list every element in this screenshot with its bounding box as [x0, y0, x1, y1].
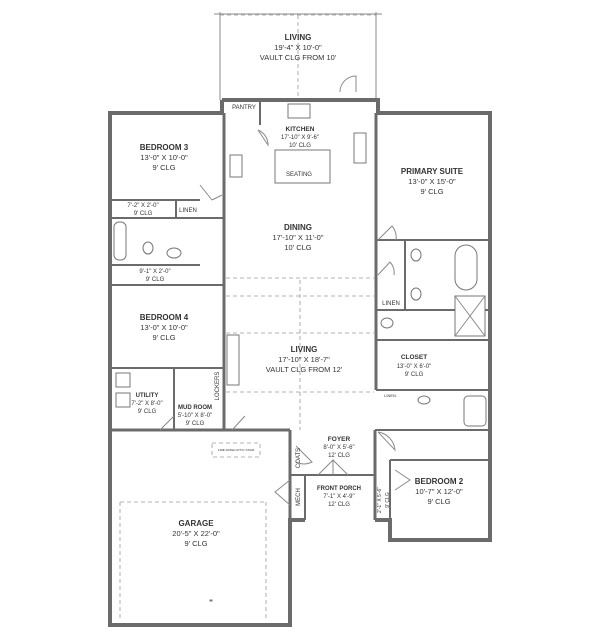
room-label-lockers: LOCKERS — [215, 372, 221, 401]
room-label-linen-left: LINEN — [179, 208, 197, 214]
room-label-rear-living: LIVING 19'-4" X 10'-0" VAULT CLG FROM 10… — [260, 33, 337, 62]
svg-text:DINING: DINING — [284, 223, 312, 232]
sink — [417, 395, 431, 405]
svg-text:9' CLG: 9' CLG — [405, 372, 424, 378]
range — [353, 132, 367, 164]
room-label-coats: COATS — [296, 448, 302, 468]
svg-text:13'-0" X 10'-0": 13'-0" X 10'-0" — [140, 323, 188, 332]
svg-text:9' CLG: 9' CLG — [385, 492, 391, 508]
room-label-kitchen: KITCHEN 17'-10" X 9'-6" 10' CLG — [281, 126, 319, 149]
svg-text:12' CLG: 12' CLG — [328, 453, 350, 459]
room-label-bedroom2: BEDROOM 2 10'-7" X 12'-0" 9' CLG — [415, 477, 464, 506]
toilet — [142, 241, 154, 255]
dryer — [115, 392, 131, 408]
fixtures — [113, 103, 487, 602]
room-label-utility: UTILITY 7'-2" X 8'-0" 9' CLG — [131, 393, 162, 415]
room-label-foyer: FOYER 8'-0" X 5'-6" 12' CLG — [323, 436, 354, 459]
svg-text:KITCHEN: KITCHEN — [286, 126, 315, 133]
svg-text:FOYER: FOYER — [328, 436, 351, 443]
svg-text:7'-2" X 8'-0": 7'-2" X 8'-0" — [131, 401, 162, 407]
svg-text:VAULT CLG FROM 12': VAULT CLG FROM 12' — [266, 365, 343, 374]
fireplace — [226, 334, 240, 386]
svg-text:5'-10" X 8'-0": 5'-10" X 8'-0" — [178, 413, 213, 419]
cooktop — [229, 154, 243, 178]
svg-text:PRIMARY SUITE: PRIMARY SUITE — [401, 167, 464, 176]
room-label-linen-primary: LINEN — [382, 301, 400, 307]
room-label-closet-primary: CLOSET 13'-0" X 6'-0" 9' CLG — [397, 354, 432, 378]
svg-text:GARAGE: GARAGE — [178, 519, 214, 528]
room-label-mud-room: MUD ROOM 5'-10" X 8'-0" 9' CLG — [178, 405, 213, 427]
svg-text:10'-7" X 12'-0": 10'-7" X 12'-0" — [415, 487, 463, 496]
svg-text:17'-10" X 11'-0": 17'-10" X 11'-0" — [273, 233, 324, 242]
svg-text:8'-0" X 5'-6": 8'-0" X 5'-6" — [323, 445, 354, 451]
freestanding-tub — [454, 244, 478, 291]
room-label-front-porch: FRONT PORCH 7'-1" X 4'-9" 12' CLG — [317, 486, 361, 508]
bathtub — [113, 221, 127, 261]
svg-text:BEDROOM 4: BEDROOM 4 — [140, 313, 189, 322]
room-label-garage: GARAGE 20'-5" X 22'-0" 9' CLG — [172, 519, 220, 548]
room-label-bedroom4: BEDROOM 4 13'-0" X 10'-0" 9' CLG — [140, 313, 189, 342]
svg-text:9' CLG: 9' CLG — [138, 409, 157, 415]
svg-text:17'-10" X 9'-6": 17'-10" X 9'-6" — [281, 135, 319, 141]
svg-text:9' CLG: 9' CLG — [152, 163, 175, 172]
svg-text:9' CLG: 9' CLG — [184, 539, 207, 548]
svg-text:LIVING: LIVING — [291, 345, 318, 354]
svg-text:9' CLG: 9' CLG — [427, 497, 450, 506]
svg-text:20'-5" X 22'-0": 20'-5" X 22'-0" — [172, 529, 220, 538]
svg-text:7'-1" X 4'-9": 7'-1" X 4'-9" — [323, 494, 354, 500]
svg-text:CLOSET: CLOSET — [401, 354, 427, 361]
svg-text:13'-0" X 15'-0": 13'-0" X 15'-0" — [408, 177, 456, 186]
svg-text:13'-0" X 6'-0": 13'-0" X 6'-0" — [397, 364, 432, 370]
bathtub — [463, 395, 487, 427]
room-label-closet3: 7'-2" X 2'-0" 9' CLG — [127, 203, 158, 217]
room-label-bedroom3: BEDROOM 3 13'-0" X 10'-0" 9' CLG — [140, 143, 189, 172]
svg-text:9' CLG: 9' CLG — [186, 421, 205, 427]
room-label-linen-bath2: LINEN — [384, 393, 396, 398]
svg-text:FRONT PORCH: FRONT PORCH — [317, 486, 361, 492]
washer — [115, 372, 131, 388]
ceiling-lines — [119, 277, 374, 620]
doors — [159, 75, 411, 506]
kitchen-sink — [287, 103, 311, 119]
svg-text:BEDROOM 2: BEDROOM 2 — [415, 477, 464, 486]
svg-text:BEDROOM 3: BEDROOM 3 — [140, 143, 189, 152]
attic-stair — [211, 442, 261, 458]
svg-text:7'-2" X 2'-0": 7'-2" X 2'-0" — [127, 203, 158, 209]
vanity-sink — [410, 248, 422, 262]
room-label-living: LIVING 17'-10" X 18'-7" VAULT CLG FROM 1… — [266, 345, 343, 374]
svg-text:9' CLG: 9' CLG — [146, 277, 165, 283]
room-label-dining: DINING 17'-10" X 11'-0" 10' CLG — [273, 223, 324, 252]
sink — [166, 247, 182, 259]
room-label-mech: MECH — [296, 488, 302, 506]
svg-text:9'-1" X 2'-0": 9'-1" X 2'-0" — [139, 269, 170, 275]
vanity-sink — [410, 287, 422, 301]
room-label-pantry: PANTRY — [232, 105, 256, 111]
svg-text:9' CLG: 9' CLG — [134, 211, 153, 217]
room-label-hall-closet: 9'-1" X 2'-0" 9' CLG — [139, 269, 170, 283]
svg-text:2'-1" X 5'-6": 2'-1" X 5'-6" — [377, 487, 383, 513]
room-label-seating: SEATING — [286, 172, 312, 178]
svg-text:12' CLG: 12' CLG — [328, 502, 350, 508]
kitchen-island — [274, 149, 331, 184]
svg-text:UTILITY: UTILITY — [136, 393, 159, 399]
svg-text:10' CLG: 10' CLG — [284, 243, 311, 252]
svg-text:9' CLG: 9' CLG — [152, 333, 175, 342]
svg-text:VAULT CLG FROM 10': VAULT CLG FROM 10' — [260, 53, 337, 62]
svg-text:10' CLG: 10' CLG — [289, 143, 311, 149]
svg-text:MUD ROOM: MUD ROOM — [178, 405, 212, 411]
svg-text:13'-0" X 10'-0": 13'-0" X 10'-0" — [140, 153, 188, 162]
attic-stair-label: FIRE RATED ATTIC STAIR — [218, 448, 255, 452]
room-label-primary-suite: PRIMARY SUITE 13'-0" X 15'-0" 9' CLG — [401, 167, 464, 196]
svg-text:17'-10" X 18'-7": 17'-10" X 18'-7" — [278, 355, 330, 364]
svg-text:LIVING: LIVING — [285, 33, 312, 42]
svg-text:19'-4" X 10'-0": 19'-4" X 10'-0" — [274, 43, 322, 52]
svg-text:9' CLG: 9' CLG — [420, 187, 443, 196]
room-label-closet2: 2'-1" X 5'-6" 9' CLG — [377, 487, 391, 513]
toilet — [380, 317, 394, 329]
